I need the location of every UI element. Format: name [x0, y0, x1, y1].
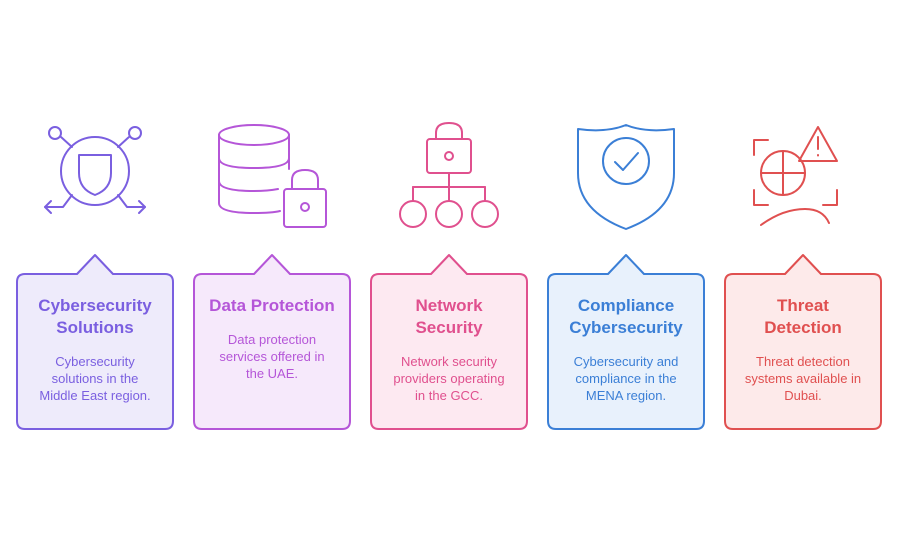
- item-network-security: Network Security Network security provid…: [369, 0, 529, 550]
- item-cybersecurity-solutions: Cybersecurity Solutions Cybersecurity so…: [15, 0, 175, 550]
- card: Data Protection Data protection services…: [192, 253, 352, 431]
- card-title: Data Protection: [209, 296, 335, 315]
- shield-network-icon: [15, 115, 175, 235]
- database-lock-icon: [192, 115, 352, 235]
- card-title: Threat Detection: [764, 296, 842, 337]
- card-description: Cybersecurity solutions in the Middle Ea…: [39, 354, 151, 403]
- card: Threat Detection Threat detection system…: [723, 253, 883, 431]
- network-lock-icon: [369, 115, 529, 235]
- card: Network Security Network security provid…: [369, 253, 529, 431]
- item-compliance-cybersecurity: Compliance Cybersecurity Cybersecurity a…: [546, 0, 706, 550]
- item-data-protection: Data Protection Data protection services…: [192, 0, 352, 550]
- card-description: Cybersecurity and compliance in the MENA…: [573, 354, 679, 403]
- card-title: Network Security: [415, 296, 483, 337]
- card-title: Cybersecurity Solutions: [38, 296, 152, 337]
- item-threat-detection: Threat Detection Threat detection system…: [723, 0, 883, 550]
- card-description: Threat detection systems available in Du…: [744, 354, 862, 403]
- shield-check-icon: [546, 115, 706, 235]
- card-description: Data protection services offered in the …: [219, 332, 325, 381]
- card: Compliance Cybersecurity Cybersecurity a…: [546, 253, 706, 431]
- card-title: Compliance Cybersecurity: [569, 296, 683, 337]
- threat-detection-icon: [723, 115, 883, 235]
- card: Cybersecurity Solutions Cybersecurity so…: [15, 253, 175, 431]
- card-description: Network security providers operating in …: [393, 354, 505, 403]
